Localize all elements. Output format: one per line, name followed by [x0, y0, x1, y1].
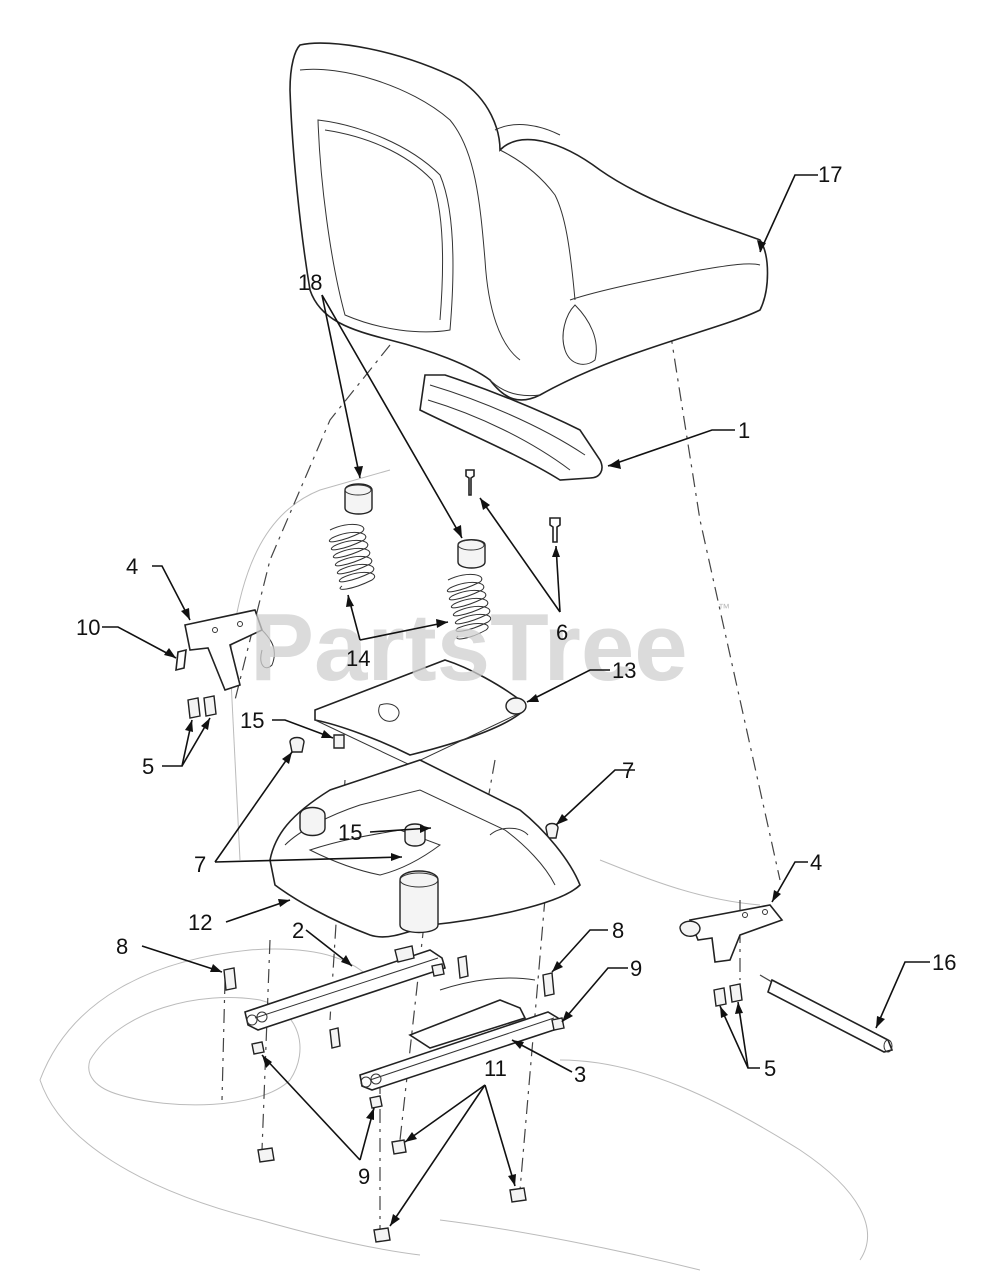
slide-rail-part-2 — [244, 945, 446, 1031]
hinge-bracket-part-4-left — [184, 609, 275, 691]
screw-part-6 — [465, 469, 561, 543]
callout-2: 2 — [292, 918, 304, 943]
callout-3: 3 — [574, 1062, 586, 1087]
callout-12: 12 — [188, 910, 212, 935]
callout-9-bottom: 9 — [358, 1164, 370, 1189]
partstree-watermark: PartsTree ™ — [250, 594, 730, 701]
seat-frame-part-12 — [269, 759, 581, 938]
callout-9-right: 9 — [630, 956, 642, 981]
callout-6: 6 — [556, 620, 568, 645]
callout-17: 17 — [818, 162, 842, 187]
fastener-part-5-left — [187, 695, 217, 719]
callout-4-right: 4 — [810, 850, 822, 875]
callout-4-left: 4 — [126, 554, 138, 579]
callout-1: 1 — [738, 418, 750, 443]
callout-5-right: 5 — [764, 1056, 776, 1081]
callout-labels: 17 1 18 6 4 10 14 13 15 5 7 15 7 4 12 2 … — [76, 162, 956, 1189]
callout-5-left: 5 — [142, 754, 154, 779]
callout-10: 10 — [76, 615, 100, 640]
nut-part-9 — [251, 963, 565, 1109]
seat-part-17 — [289, 42, 769, 401]
fastener-part-5-right — [713, 983, 743, 1007]
callout-7-right: 7 — [622, 758, 634, 783]
callout-18: 18 — [298, 270, 322, 295]
watermark-trademark: ™ — [718, 601, 730, 615]
callout-8-right: 8 — [612, 918, 624, 943]
rod-part-16 — [767, 978, 894, 1053]
callout-15-middle: 15 — [338, 820, 362, 845]
seat-pan-part-13 — [314, 659, 527, 766]
callout-16: 16 — [932, 950, 956, 975]
seat-plate-part-1 — [419, 374, 603, 481]
callout-7-left: 7 — [194, 852, 206, 877]
callout-13: 13 — [612, 658, 636, 683]
pin-part-10 — [175, 648, 187, 672]
spring-part-14 — [329, 523, 491, 640]
bolt-part-11 — [257, 1139, 527, 1243]
watermark-text: PartsTree — [250, 594, 688, 701]
callout-15-top: 15 — [240, 708, 264, 733]
bumper-part-18 — [344, 483, 486, 569]
callout-11: 11 — [484, 1056, 507, 1081]
hinge-bracket-part-4-right — [679, 904, 784, 963]
callout-14: 14 — [346, 646, 370, 671]
callout-leaders — [102, 174, 930, 1227]
callout-8-left: 8 — [116, 934, 128, 959]
pin-part-8 — [223, 955, 555, 1049]
slide-rail-part-3 — [359, 977, 561, 1091]
